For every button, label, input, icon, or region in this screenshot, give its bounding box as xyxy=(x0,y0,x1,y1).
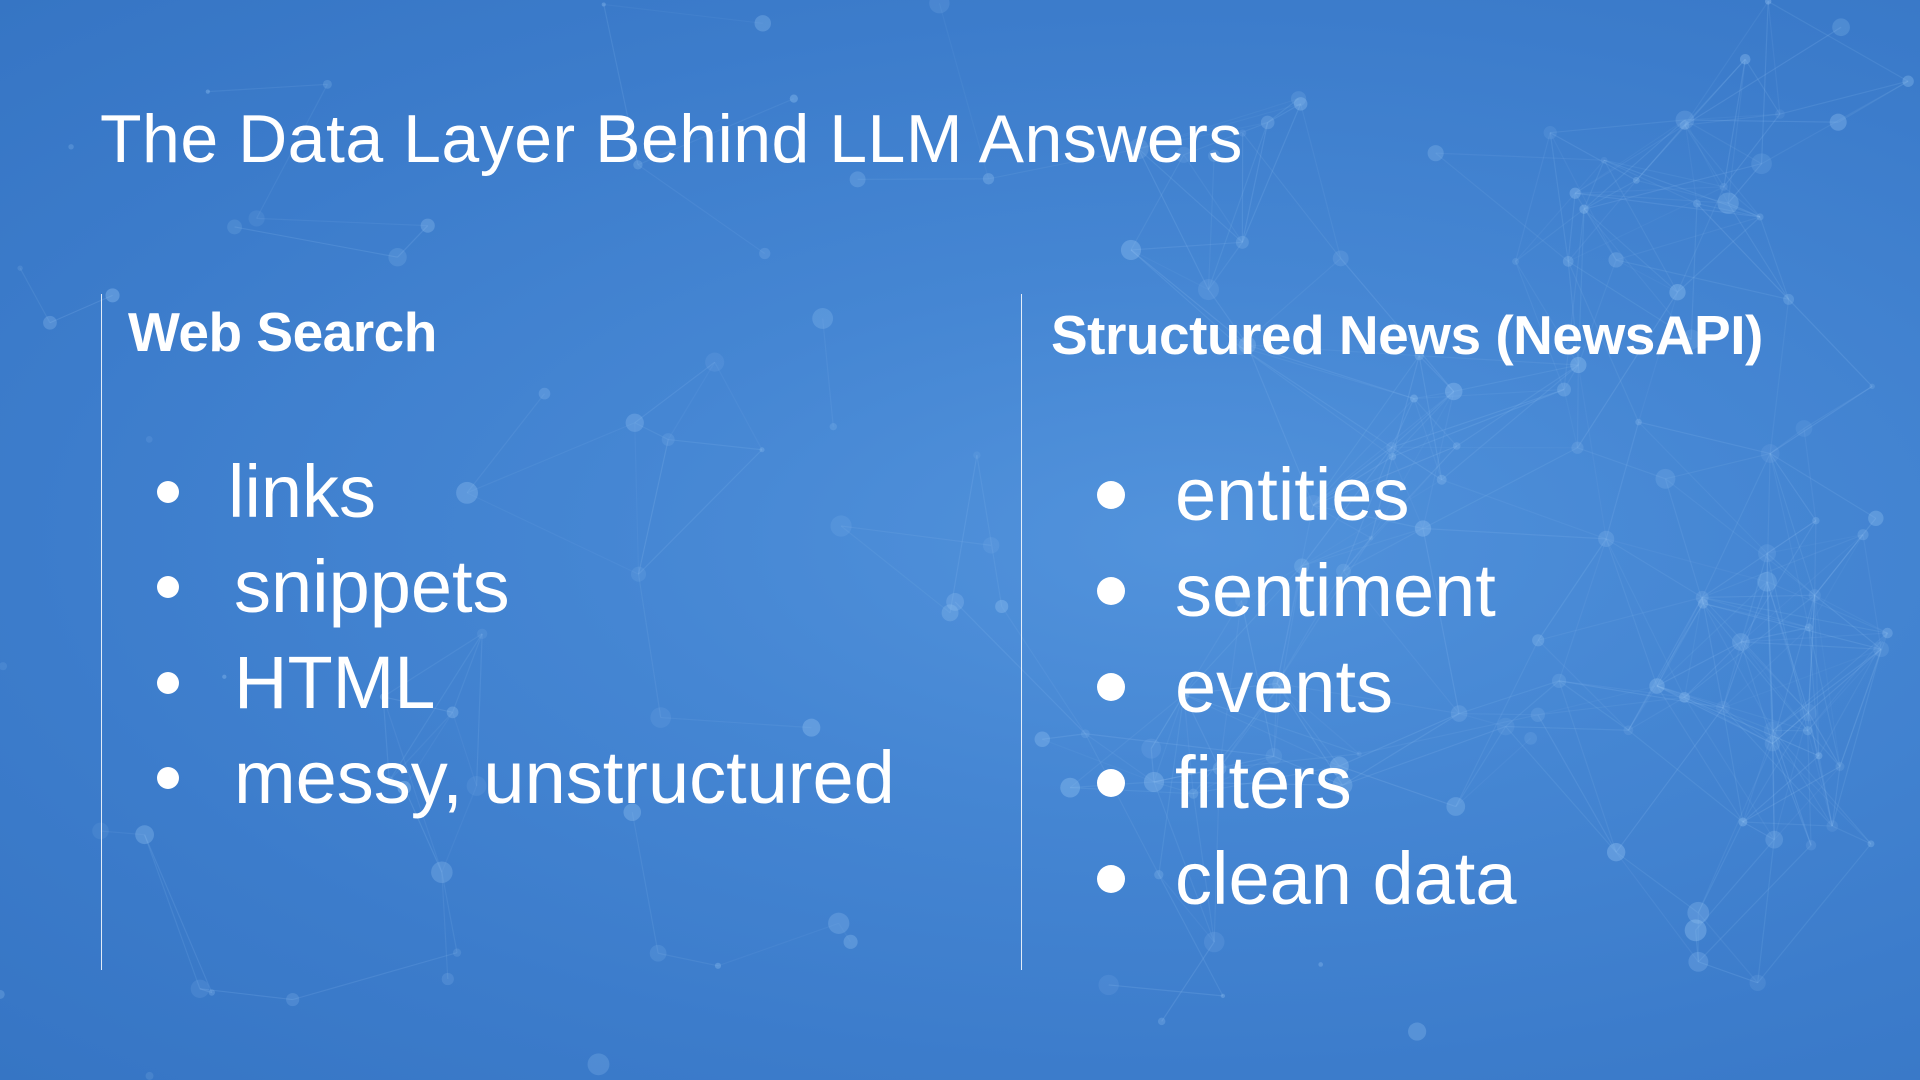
bullet-icon xyxy=(1097,577,1125,605)
list-item: links xyxy=(157,444,895,540)
list-item: HTML xyxy=(157,635,895,731)
list-item: entities xyxy=(1097,447,1517,543)
bullet-icon xyxy=(157,480,179,503)
list-item-text: events xyxy=(1175,645,1394,728)
bullet-icon xyxy=(1097,865,1125,893)
bullet-icon xyxy=(1097,673,1125,701)
slide-title: The Data Layer Behind LLM Answers xyxy=(100,101,1243,177)
list-item: messy, unstructured xyxy=(157,731,895,827)
structured-news-column: Structured News (NewsAPI) entities senti… xyxy=(1021,294,1902,970)
list-item-text: entities xyxy=(1175,453,1410,536)
list-item-text: messy, unstructured xyxy=(234,736,895,820)
bullet-icon xyxy=(157,576,179,599)
structured-news-heading: Structured News (NewsAPI) xyxy=(1051,304,1763,366)
list-item-text: snippets xyxy=(234,545,510,629)
list-item: clean data xyxy=(1097,831,1517,927)
list-item: events xyxy=(1097,639,1517,735)
bullet-icon xyxy=(157,767,179,790)
list-item: sentiment xyxy=(1097,543,1517,639)
web-search-list: links snippets HTML messy, unstructured xyxy=(157,444,895,826)
list-item: snippets xyxy=(157,540,895,636)
list-item-text: links xyxy=(228,449,377,533)
list-item-text: HTML xyxy=(234,640,436,724)
structured-news-list: entities sentiment events filters clean … xyxy=(1097,447,1517,927)
list-item: filters xyxy=(1097,735,1517,831)
bullet-icon xyxy=(157,671,179,694)
web-search-column: Web Search links snippets HTML messy, un… xyxy=(101,294,1002,970)
bullet-icon xyxy=(1097,481,1125,509)
list-item-text: filters xyxy=(1175,741,1352,824)
list-item-text: sentiment xyxy=(1175,549,1496,632)
web-search-heading: Web Search xyxy=(128,301,437,363)
network-links xyxy=(19,0,1909,1022)
bullet-icon xyxy=(1097,769,1125,797)
list-item-text: clean data xyxy=(1175,837,1517,920)
